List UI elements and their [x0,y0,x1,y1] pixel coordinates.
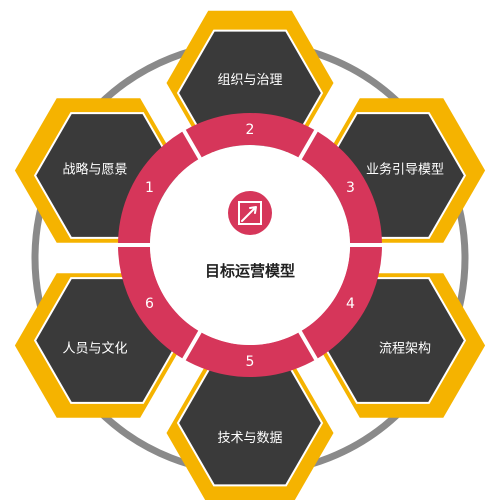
segment-label: 战略与愿景 [62,162,127,178]
segment-label: 人员与文化 [62,342,127,357]
segment-number: 3 [346,180,355,196]
segment-number: 1 [145,180,154,196]
center-ring-layer: 1 2 3 4 5 6 [116,113,384,377]
segment-label: 技术与数据 [217,431,282,446]
segment-label: 业务引导模型 [366,162,444,178]
segment-number: 4 [346,296,355,312]
center-title: 目标运营模型 [205,262,295,280]
ring-divider [181,328,203,363]
ring-divider [297,328,319,363]
segment-label: 流程架构 [379,342,431,357]
segment-label: 组织与治理 [217,73,282,88]
center-disc [150,145,350,345]
segment-number: 2 [246,122,255,138]
ring-divider [297,127,319,162]
cursor-arrow-icon [228,191,272,235]
segment-number: 6 [145,296,154,312]
segment-number: 5 [246,354,255,370]
ring-divider [181,127,203,162]
